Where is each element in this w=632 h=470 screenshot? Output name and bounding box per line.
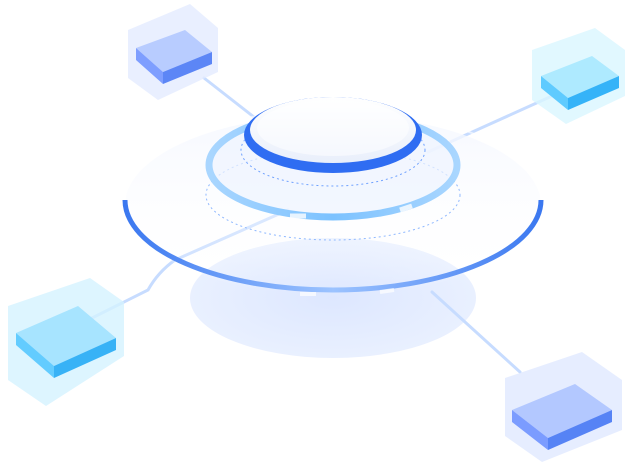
node-top-right (532, 28, 625, 124)
node-bottom-right (505, 352, 622, 462)
node-top-left (128, 4, 218, 100)
link-bottom-right (430, 290, 522, 374)
node-bottom-left (8, 278, 124, 406)
dotted-guide-outer (205, 149, 461, 241)
top-disc (244, 97, 422, 173)
